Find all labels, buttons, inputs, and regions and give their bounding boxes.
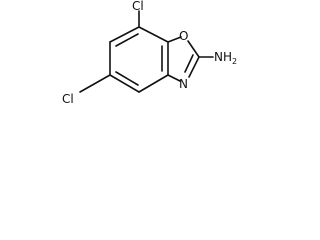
- amine-subscript: 2: [232, 57, 237, 66]
- bond-n-c3a: [167, 74, 181, 82]
- atom-label-amine: NH2: [214, 50, 237, 66]
- bond-c2-n-inner: [184, 54, 194, 73]
- bond-c7a-o: [167, 36, 182, 43]
- bond-o-c2: [187, 40, 200, 58]
- bond-c2-n: [188, 56, 200, 78]
- atom-label-cl-left: Cl: [62, 92, 74, 106]
- bond-c6-c7: [109, 26, 140, 43]
- bond-c5-cl: [79, 74, 111, 93]
- bond-c4-c5-inner: [115, 71, 139, 86]
- bond-c4-c5: [109, 74, 140, 93]
- atom-label-nitrogen: N: [179, 77, 188, 91]
- structure-canvas: Cl Cl O N NH2: [0, 0, 242, 138]
- bond-c3a-c4: [138, 74, 169, 93]
- atom-label-cl-top: Cl: [132, 0, 144, 13]
- molecule-diagram: Cl Cl O N NH2: [62, 0, 237, 106]
- bond-c7-c7a: [138, 26, 169, 43]
- atom-label-oxygen: O: [179, 29, 188, 43]
- bond-c6-c7-inner: [115, 33, 139, 47]
- amine-main-text: NH: [214, 50, 232, 64]
